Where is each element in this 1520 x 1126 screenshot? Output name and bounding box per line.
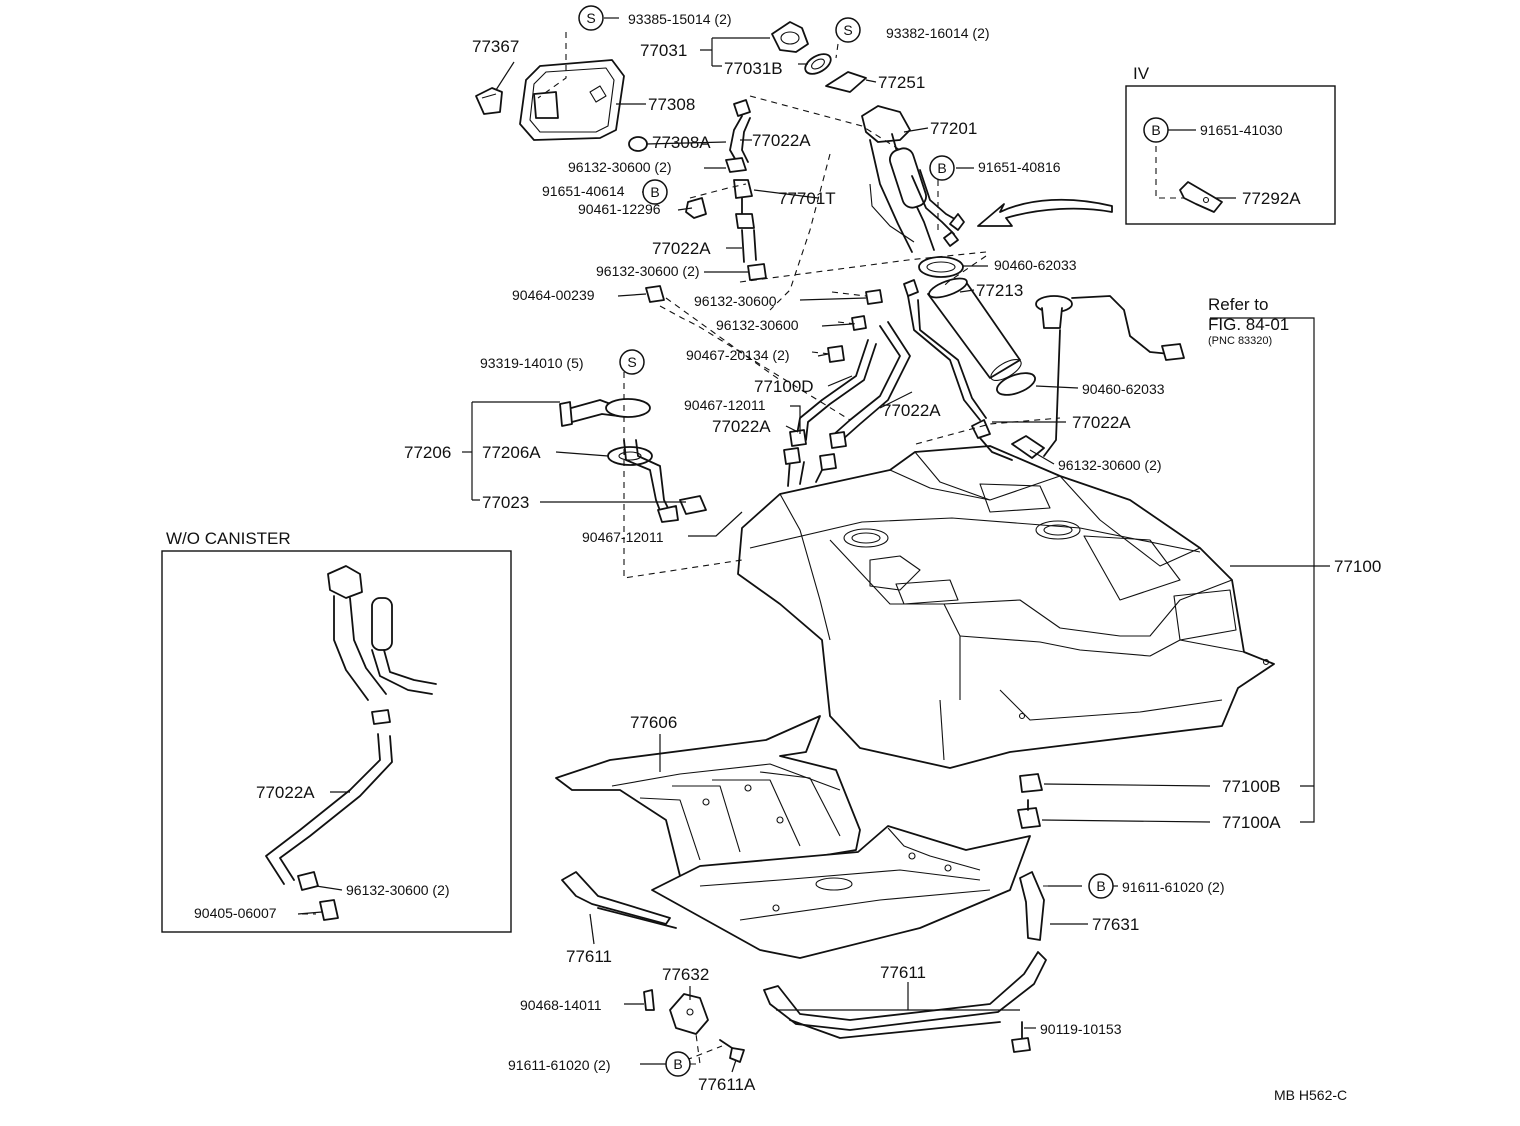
part-label: 77606 xyxy=(630,713,677,732)
diagram-code: MB H562-C xyxy=(1274,1087,1347,1103)
s-symbol-icon: S xyxy=(578,5,604,31)
b-symbol-icon: B xyxy=(642,179,668,205)
part-label: 90461-12296 xyxy=(578,201,661,217)
part-label: 90119-10153 xyxy=(1040,1021,1122,1037)
part-label: 77251 xyxy=(878,73,925,92)
part-label: 91651-40614 xyxy=(542,183,625,199)
pnc-reference: (PNC 83320) xyxy=(1208,335,1272,347)
part-label: 77206A xyxy=(482,443,541,462)
svg-text:B: B xyxy=(650,184,659,200)
svg-text:B: B xyxy=(673,1056,682,1072)
part-label: 91651-41030 xyxy=(1200,122,1283,138)
captions: Refer to FIG. 84-01 (PNC 83320) MB H562-… xyxy=(1208,295,1347,1103)
fuel-pump-sender-drawing xyxy=(559,398,707,523)
iv-bracket-drawing xyxy=(1179,181,1223,213)
part-label: 91611-61020 (2) xyxy=(508,1057,610,1073)
svg-text:B: B xyxy=(1151,122,1160,138)
b-symbol-icon: B xyxy=(1088,873,1114,899)
part-label: 77022A xyxy=(652,239,711,258)
filler-cap-parts-drawing xyxy=(771,21,867,93)
part-label: 77367 xyxy=(472,37,519,56)
part-label: 96132-30600 (2) xyxy=(346,882,450,898)
tank-protector-drawing xyxy=(555,715,861,877)
part-label: 96132-30600 (2) xyxy=(568,159,672,175)
part-label: 77631 xyxy=(1092,915,1139,934)
s-symbol-icon: S xyxy=(835,17,861,43)
b-symbol-icon: B xyxy=(929,155,955,181)
filler-lid-drawing xyxy=(475,59,648,152)
wo-canister-caption: W/O CANISTER xyxy=(166,529,291,548)
part-label: 77022A xyxy=(712,417,771,436)
part-label: 90405-06007 xyxy=(194,905,277,921)
part-label: 77031B xyxy=(724,59,783,78)
part-labels: 93385-15014 (2) 77367 77031 77031B 93382… xyxy=(194,11,1381,1094)
b-symbol-icon: B xyxy=(1143,117,1169,143)
vent-hose-valve-drawing xyxy=(645,99,883,363)
part-label: 77611 xyxy=(880,963,926,982)
part-label: 96132-30600 xyxy=(716,317,799,333)
filler-pipe-drawing xyxy=(861,105,1036,439)
part-label: 90460-62033 xyxy=(1082,381,1165,397)
part-label: 91611-61020 (2) xyxy=(1122,879,1224,895)
part-label: 90460-62033 xyxy=(994,257,1077,273)
part-label: 77022A xyxy=(882,401,941,420)
part-label: 77206 xyxy=(404,443,451,462)
part-label: 77632 xyxy=(662,965,709,984)
part-drawings xyxy=(265,21,1275,1063)
part-label: 77100D xyxy=(754,377,814,396)
svg-text:S: S xyxy=(586,10,595,26)
svg-text:B: B xyxy=(937,160,946,176)
svg-text:S: S xyxy=(843,22,852,38)
part-label: 77701T xyxy=(778,189,836,208)
part-label: 77611 xyxy=(566,947,612,966)
part-label: 77292A xyxy=(1242,189,1301,208)
symbol-circles: S S S B B B B B xyxy=(578,5,1169,1077)
b-symbol-icon: B xyxy=(665,1051,691,1077)
wo-canister-inset-box xyxy=(161,550,512,933)
part-label: 77031 xyxy=(640,41,687,60)
part-label: 96132-30600 xyxy=(694,293,777,309)
assembly-dashed-lines xyxy=(302,32,1184,1065)
part-label: 91651-40816 xyxy=(978,159,1061,175)
svg-text:S: S xyxy=(627,354,636,370)
part-label: 90467-20134 (2) xyxy=(686,347,790,363)
iv-inset-box xyxy=(1125,85,1336,225)
part-label: 77022A xyxy=(752,131,811,150)
part-label: 90467-12011 xyxy=(684,397,766,413)
fuel-gauge-sender-drawing xyxy=(1011,295,1185,459)
part-label: 90467-12011 xyxy=(582,529,664,545)
fuel-tank-drawing xyxy=(737,437,1275,769)
part-label: 77201 xyxy=(930,119,977,138)
part-label: 77022A xyxy=(256,783,315,802)
part-label: 77023 xyxy=(482,493,529,512)
part-label: 90468-14011 xyxy=(520,997,602,1013)
part-label: 77308 xyxy=(648,95,695,114)
part-label: 77213 xyxy=(976,281,1023,300)
part-label: 77308A xyxy=(652,133,711,152)
figure-reference: FIG. 84-01 xyxy=(1208,315,1289,334)
part-label: 77100B xyxy=(1222,777,1281,796)
leader-lines xyxy=(297,17,1330,1073)
part-label: 77611A xyxy=(698,1075,756,1094)
part-label: 77022A xyxy=(1072,413,1131,432)
s-symbol-icon: S xyxy=(619,349,645,375)
part-label: 93319-14010 (5) xyxy=(480,355,584,371)
hardware-drawing xyxy=(643,773,1043,1063)
iv-caption: IV xyxy=(1133,64,1150,83)
assembly-direction-arrow xyxy=(977,198,1113,227)
part-label: 96132-30600 (2) xyxy=(596,263,700,279)
svg-text:B: B xyxy=(1096,878,1105,894)
part-label: 96132-30600 (2) xyxy=(1058,457,1162,473)
wo-canister-filler-drawing xyxy=(265,565,437,921)
part-label: 77100A xyxy=(1222,813,1281,832)
part-label: 90464-00239 xyxy=(512,287,595,303)
part-label: 93382-16014 (2) xyxy=(886,25,990,41)
lower-protector-drawing xyxy=(651,825,1031,959)
breather-tube-drawing xyxy=(783,321,911,471)
part-label: 93385-15014 (2) xyxy=(628,11,732,27)
part-label: 77100 xyxy=(1334,557,1381,576)
refer-to-caption: Refer to xyxy=(1208,295,1268,314)
